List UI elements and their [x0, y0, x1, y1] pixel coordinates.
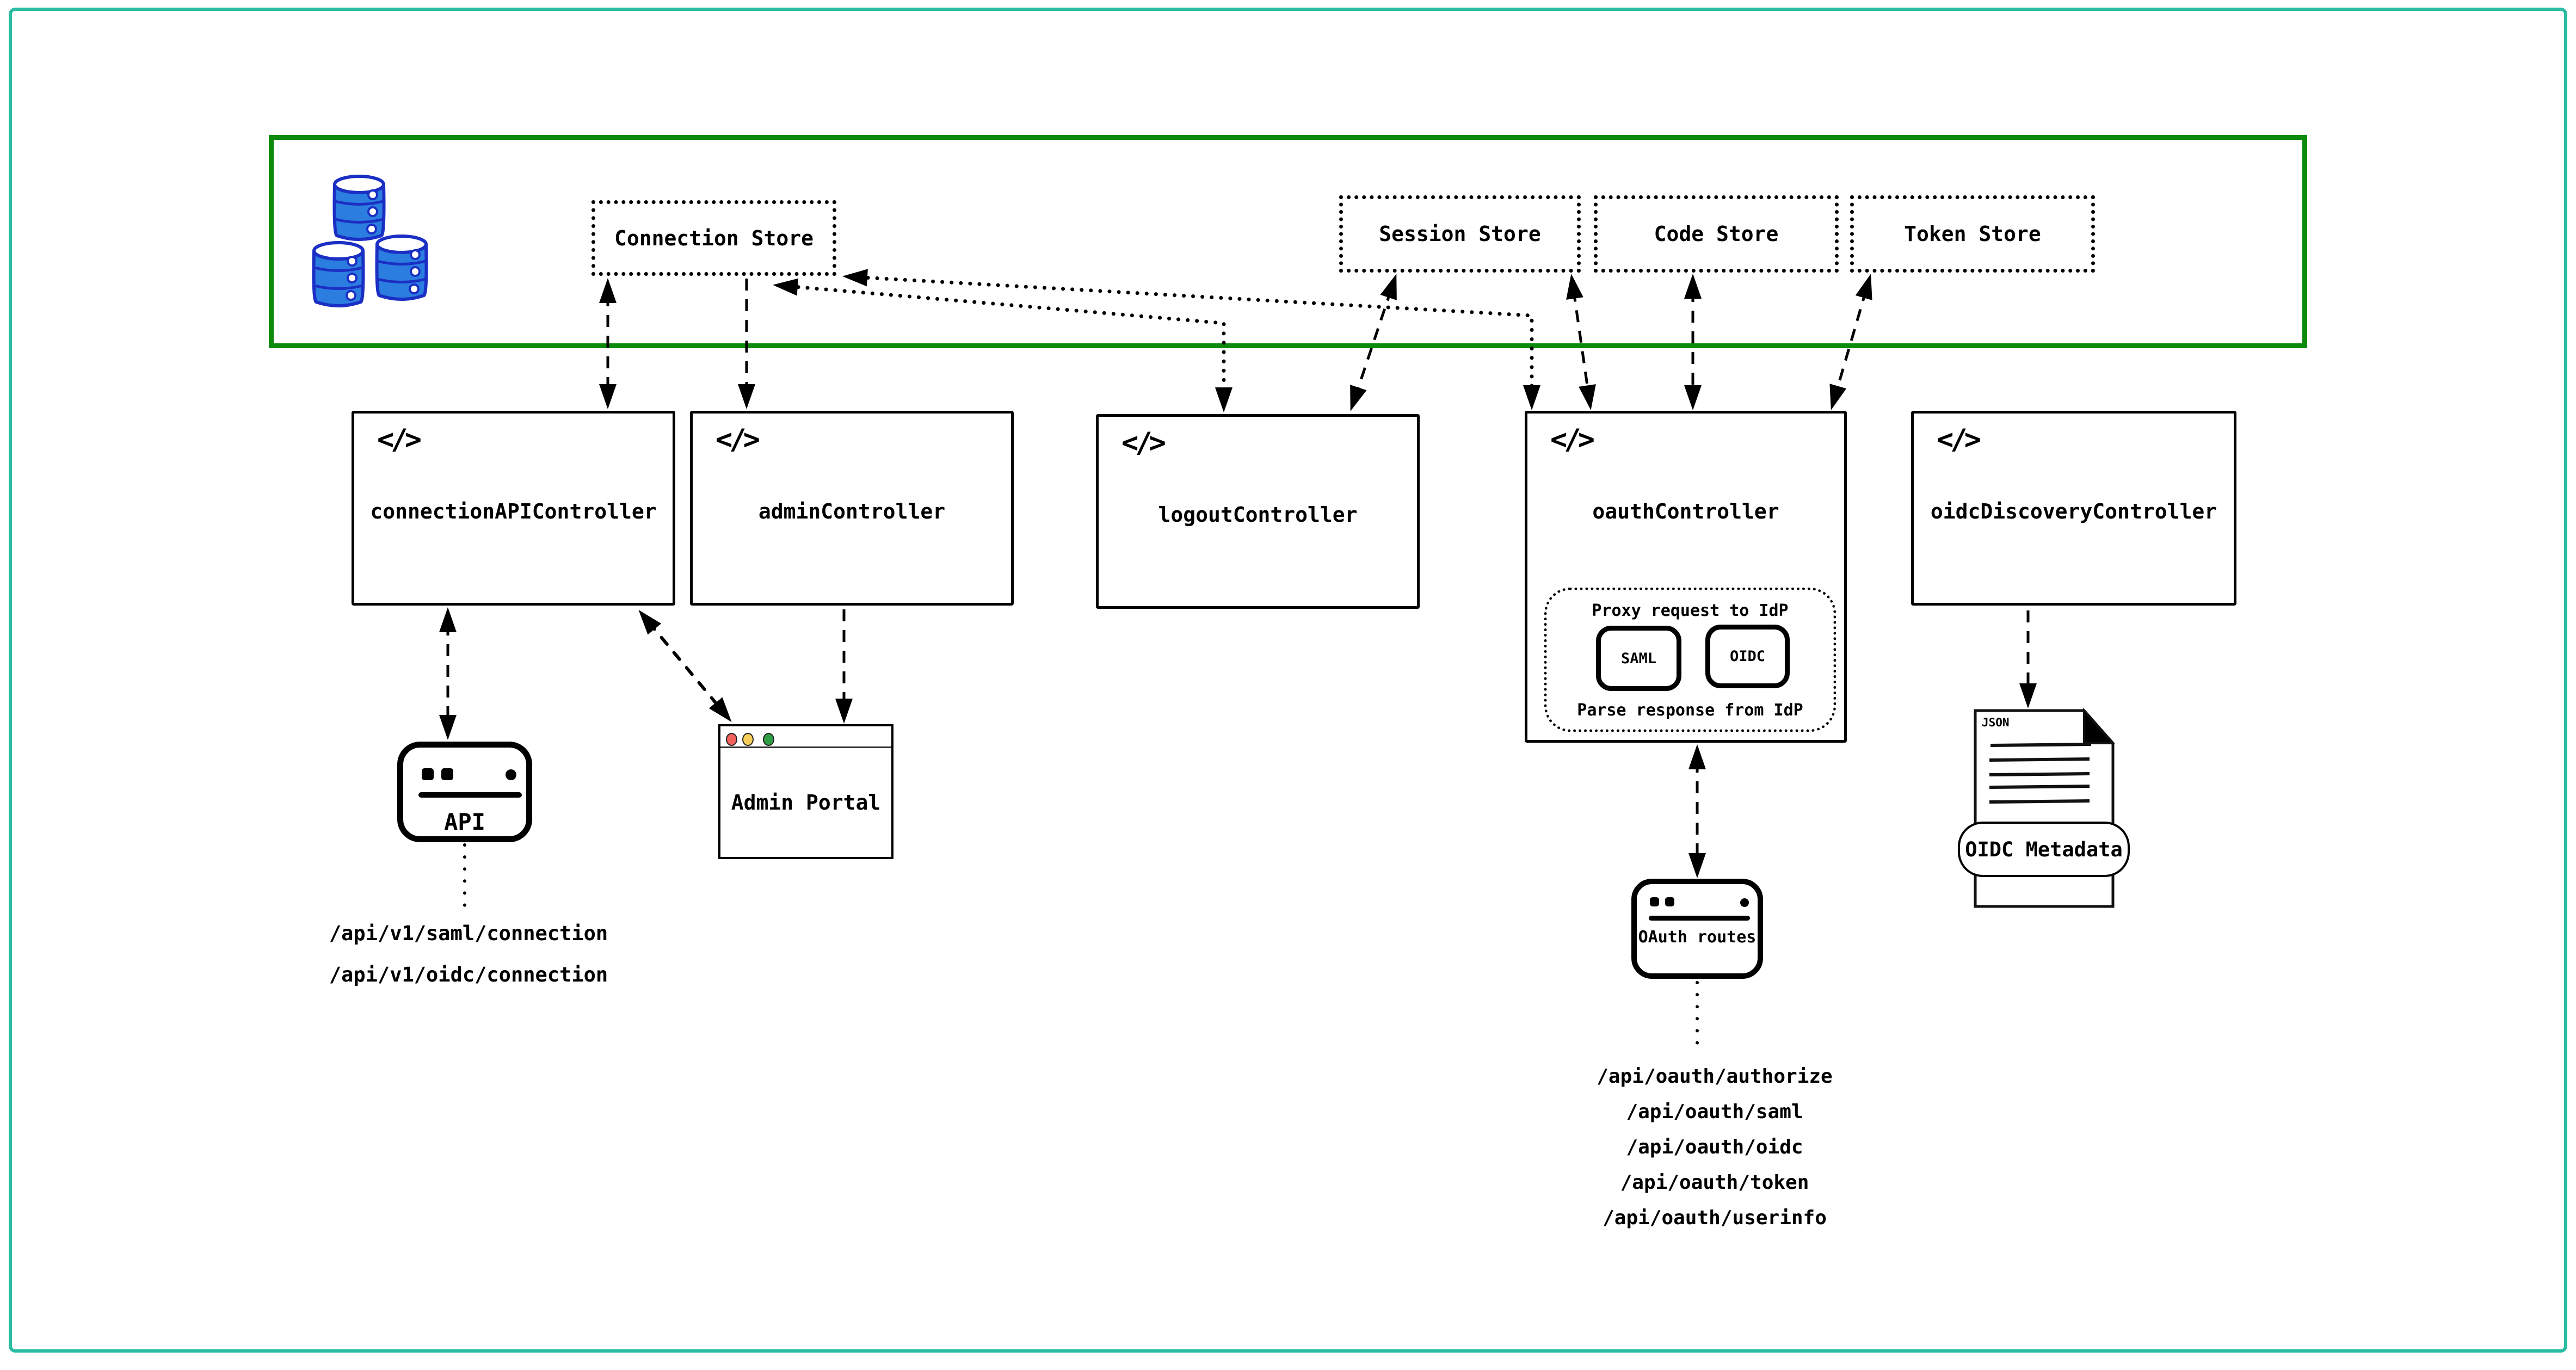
json-file-type-label: JSON: [1982, 716, 2010, 729]
oauth-endpoint-list: /api/oauth/authorize /api/oauth/saml /ap…: [1551, 1059, 1878, 1236]
code-store-label: Code Store: [1654, 222, 1779, 246]
admin-portal-titlebar: [720, 726, 891, 748]
connection-store-label: Connection Store: [614, 226, 814, 250]
session-store-node: Session Store: [1339, 195, 1581, 273]
token-store-node: Token Store: [1850, 195, 2095, 273]
window-button-icon: [441, 768, 453, 780]
oauth-endpoint: /api/oauth/saml: [1626, 1101, 1803, 1123]
page-border: [9, 8, 2567, 1353]
window-divider: [418, 792, 522, 798]
oidc-discovery-controller-node: </> oidcDiscoveryController: [1911, 411, 2236, 606]
code-icon: </>: [716, 423, 760, 456]
admin-portal-window: Admin Portal: [718, 724, 893, 859]
oidc-metadata-document: JSON OIDC Metadata: [1958, 706, 2132, 910]
database-icon: [312, 175, 428, 307]
api-endpoint: /api/v1/oidc/connection: [329, 963, 608, 986]
minimize-window-icon: [742, 733, 754, 746]
oauth-controller-node: </> oauthController Proxy request to IdP…: [1525, 411, 1847, 743]
oidc-metadata-ribbon: OIDC Metadata: [1958, 822, 2130, 877]
code-icon: </>: [1550, 423, 1595, 456]
admin-portal-label: Admin Portal: [731, 791, 881, 814]
close-window-icon: [726, 733, 737, 746]
api-endpoint: /api/v1/saml/connection: [329, 922, 608, 945]
window-dot-icon: [1740, 898, 1749, 907]
session-store-label: Session Store: [1379, 222, 1541, 246]
window-button-icon: [1665, 897, 1674, 906]
oauth-endpoint: /api/oauth/userinfo: [1603, 1207, 1827, 1229]
logout-controller-label: logoutController: [1158, 503, 1358, 527]
oidc-label: OIDC: [1729, 648, 1766, 665]
saml-label: SAML: [1620, 650, 1657, 667]
api-endpoint-list: /api/v1/saml/connection /api/v1/oidc/con…: [303, 913, 634, 996]
connection-store-node: Connection Store: [591, 200, 836, 276]
saml-protocol-box: SAML: [1596, 626, 1681, 691]
oidc-protocol-box: OIDC: [1705, 625, 1790, 688]
token-store-label: Token Store: [1904, 222, 2041, 246]
admin-controller-node: </> adminController: [690, 411, 1014, 606]
code-store-node: Code Store: [1594, 195, 1839, 273]
idp-proxy-title: Proxy request to IdP: [1592, 601, 1789, 620]
window-button-icon: [1650, 897, 1659, 906]
oauth-endpoint: /api/oauth/token: [1620, 1171, 1809, 1194]
idp-proxy-footer: Parse response from IdP: [1577, 701, 1803, 720]
oauth-endpoint: /api/oauth/authorize: [1597, 1065, 1833, 1088]
oauth-endpoint: /api/oauth/oidc: [1626, 1136, 1803, 1158]
oidc-metadata-label: OIDC Metadata: [1965, 837, 2123, 861]
admin-controller-label: adminController: [758, 499, 946, 523]
window-divider: [1649, 916, 1750, 921]
code-icon: </>: [377, 423, 422, 456]
json-document-icon: [1974, 707, 2116, 908]
api-app-node: API: [397, 742, 532, 842]
code-icon: </>: [1937, 423, 1981, 456]
idp-proxy-box: Proxy request to IdP SAML OIDC Parse res…: [1544, 588, 1836, 732]
window-dot-icon: [506, 769, 516, 780]
logout-controller-node: </> logoutController: [1096, 414, 1420, 609]
oauth-routes-node: OAuth routes: [1631, 879, 1763, 979]
code-icon: </>: [1121, 427, 1166, 459]
window-button-icon: [422, 768, 434, 780]
connection-api-controller-label: connectionAPIController: [370, 499, 657, 523]
api-app-label: API: [444, 809, 485, 835]
oidc-discovery-controller-label: oidcDiscoveryController: [1930, 499, 2217, 523]
maximize-window-icon: [763, 733, 774, 746]
connection-api-controller-node: </> connectionAPIController: [352, 411, 675, 606]
oauth-controller-label: oauthController: [1592, 499, 1779, 523]
oauth-routes-label: OAuth routes: [1638, 928, 1757, 947]
